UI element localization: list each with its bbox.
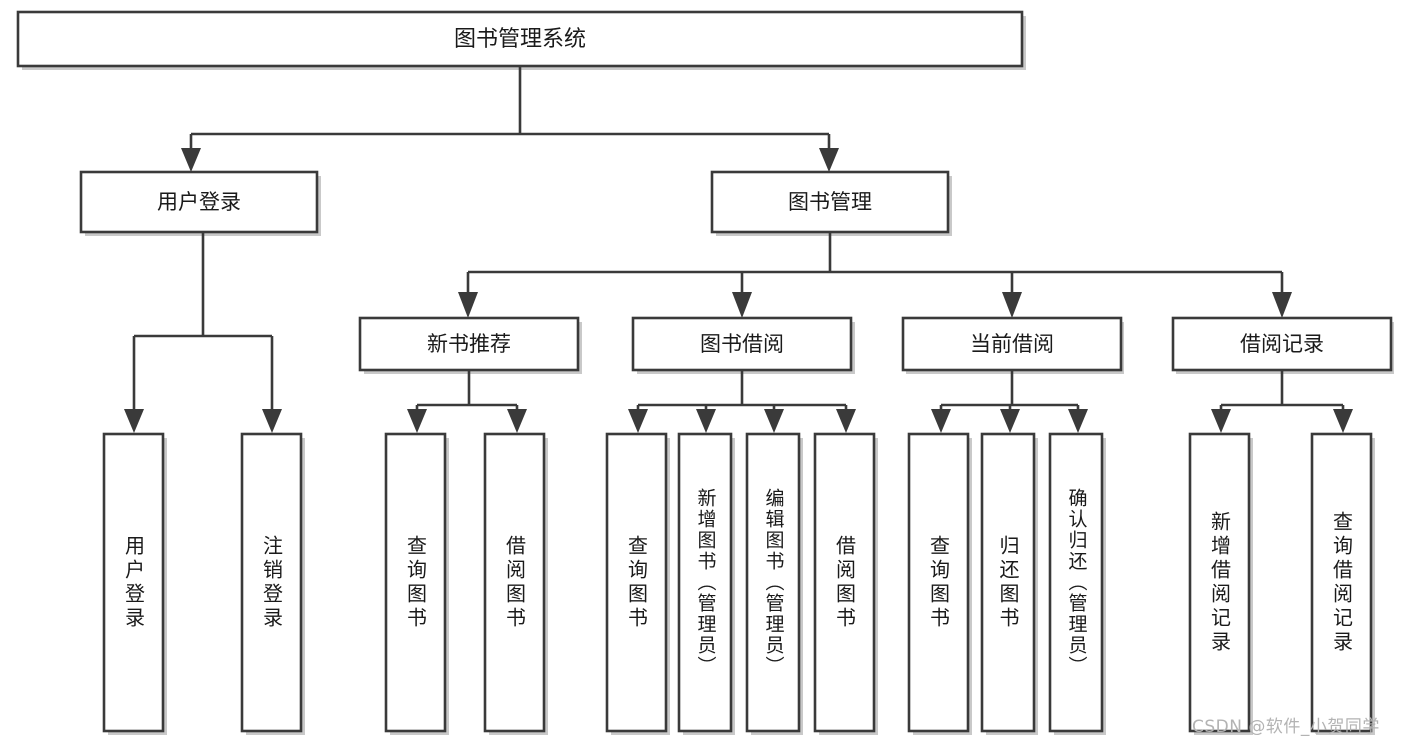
node-book-borrow[interactable]	[631, 316, 853, 372]
node-current-borrow-label: 当前借阅	[970, 332, 1054, 356]
leaf-book-borrow-3[interactable]	[813, 432, 876, 733]
leaf-current-borrow-2[interactable]	[1048, 432, 1104, 733]
node-new-book-recommend[interactable]	[358, 316, 580, 372]
node-root[interactable]	[16, 10, 1024, 68]
leaf-current-borrow-0[interactable]	[907, 432, 970, 733]
leaf-user-login-0[interactable]	[102, 432, 165, 733]
label-layer: 图书管理系统 用户登录 图书管理 新书推荐 图书借阅 当前借阅 借阅记录	[157, 27, 1324, 356]
leaf-book-borrow-0[interactable]	[605, 432, 668, 733]
node-user-login[interactable]	[79, 170, 319, 234]
node-book-borrow-label: 图书借阅	[700, 332, 784, 356]
node-root-label: 图书管理系统	[454, 27, 586, 52]
node-layer	[16, 10, 1393, 733]
node-user-login-label: 用户登录	[157, 190, 241, 214]
leaf-borrow-record-1[interactable]	[1310, 432, 1373, 733]
connector-layer	[124, 66, 1353, 433]
leaf-book-borrow-2[interactable]	[745, 432, 801, 733]
node-new-book-recommend-label: 新书推荐	[427, 332, 511, 356]
node-borrow-record-label: 借阅记录	[1240, 332, 1324, 356]
leaf-borrow-record-0[interactable]	[1188, 432, 1251, 733]
node-book-management[interactable]	[710, 170, 950, 234]
node-book-management-label: 图书管理	[788, 190, 872, 214]
node-borrow-record[interactable]	[1171, 316, 1393, 372]
node-current-borrow[interactable]	[901, 316, 1123, 372]
leaf-current-borrow-1[interactable]	[980, 432, 1036, 733]
leaf-book-borrow-1[interactable]	[677, 432, 733, 733]
leaf-user-login-1[interactable]	[240, 432, 303, 733]
leaf-new-book-0[interactable]	[384, 432, 447, 733]
watermark-text: CSDN @软件_小贺同学	[1192, 717, 1380, 737]
leaf-new-book-1[interactable]	[483, 432, 546, 733]
